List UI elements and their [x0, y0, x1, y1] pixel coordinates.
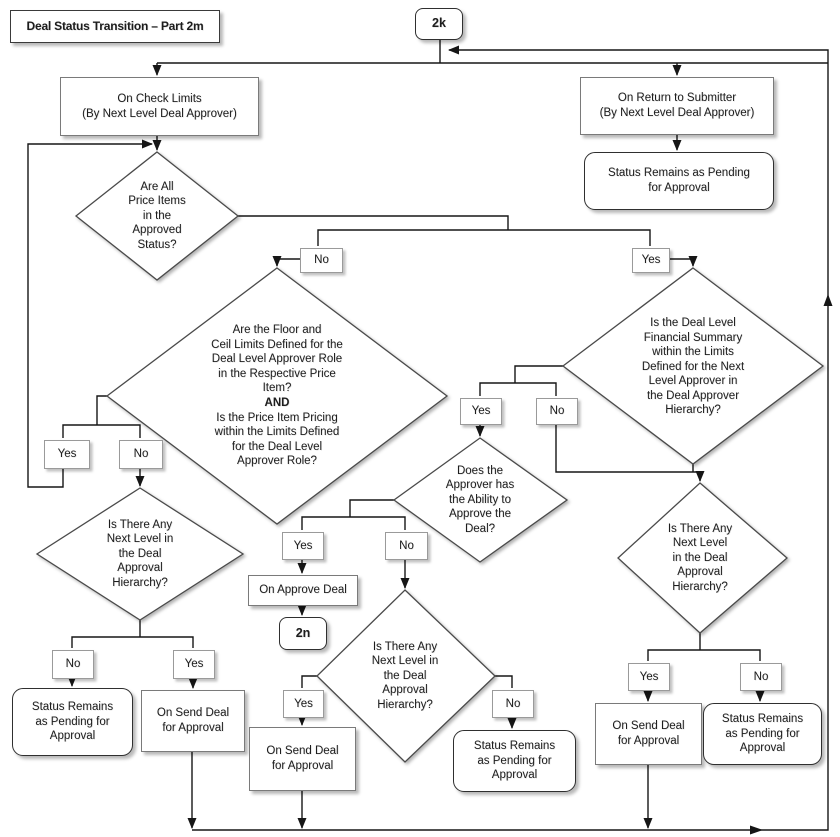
branch-label-yes-to-financial-summary: Yes	[632, 248, 670, 273]
branch-label-yes-send-deal-right: Yes	[628, 663, 670, 691]
branch-label-yes-send-deal-left: Yes	[173, 650, 215, 679]
branch-label-yes-to-approver-ability: Yes	[460, 398, 502, 425]
process-send-deal-right: On Send Deal for Approval	[595, 703, 702, 765]
off-page-connector-2n: 2n	[279, 617, 327, 650]
terminator-pending-top-right: Status Remains as Pending for Approval	[584, 152, 774, 210]
terminator-pending-right: Status Remains as Pending for Approval	[703, 703, 822, 765]
connector-lines	[27, 38, 833, 835]
process-send-deal-left: On Send Deal for Approval	[141, 690, 245, 752]
decision-financial-summary-shape	[561, 267, 825, 465]
process-on-check-limits: On Check Limits (By Next Level Deal Appr…	[60, 77, 259, 136]
branch-label-no-to-next-level-middle: No	[385, 532, 428, 560]
terminator-pending-middle: Status Remains as Pending for Approval	[453, 730, 576, 792]
terminator-pending-left: Status Remains as Pending for Approval	[12, 688, 133, 756]
branch-label-no-to-floor-ceil: No	[300, 248, 343, 273]
process-on-approve-deal: On Approve Deal	[248, 575, 358, 606]
off-page-connector-2k: 2k	[415, 8, 463, 40]
decision-approver-ability-text: Does the Approver has the Ability to App…	[445, 464, 515, 535]
decision-next-level-left-text: Is There Any Next Level in the Deal Appr…	[106, 518, 174, 589]
decision-financial-summary-text: Is the Deal Level Financial Summary with…	[641, 316, 745, 417]
decision-floor-ceil-part2: Is the Price Item Pricing within the Lim…	[214, 411, 340, 468]
process-send-deal-middle: On Send Deal for Approval	[249, 727, 356, 791]
branch-label-no-pending-middle: No	[492, 690, 534, 718]
decision-next-level-left-shape	[35, 487, 245, 621]
diagram-title: Deal Status Transition – Part 2m	[10, 10, 220, 43]
branch-label-yes-send-deal-middle: Yes	[283, 690, 324, 718]
decision-floor-ceil-shape	[105, 267, 449, 525]
decision-approver-ability-shape	[392, 437, 569, 563]
branch-label-yes-loopback: Yes	[44, 440, 90, 469]
decision-floor-ceil-and: AND	[264, 397, 290, 409]
decision-next-level-right-shape	[617, 482, 788, 634]
decision-next-level-middle-text: Is There Any Next Level in the Deal Appr…	[371, 640, 439, 711]
branch-label-no-to-next-level-right: No	[536, 398, 578, 425]
decision-shapes	[35, 151, 825, 763]
branch-label-no-to-next-level-left: No	[119, 440, 163, 469]
decision-floor-ceil-text: Are the Floor and Ceil Limits Defined fo…	[182, 318, 372, 474]
decision-next-level-middle-shape	[316, 589, 496, 763]
branch-label-no-pending-right: No	[740, 663, 782, 691]
process-on-return-to-submitter: On Return to Submitter (By Next Level De…	[580, 77, 774, 135]
decision-floor-ceil-part1: Are the Floor and Ceil Limits Defined fo…	[211, 324, 343, 395]
decision-all-price-items-shape	[74, 151, 240, 281]
decision-next-level-right-text: Is There Any Next Level in the Deal Appr…	[667, 522, 733, 593]
branch-label-yes-to-approve-deal: Yes	[282, 532, 324, 560]
decision-all-price-items-text: Are All Price Items in the Approved Stat…	[128, 180, 186, 251]
branch-label-no-pending-left: No	[52, 650, 94, 679]
